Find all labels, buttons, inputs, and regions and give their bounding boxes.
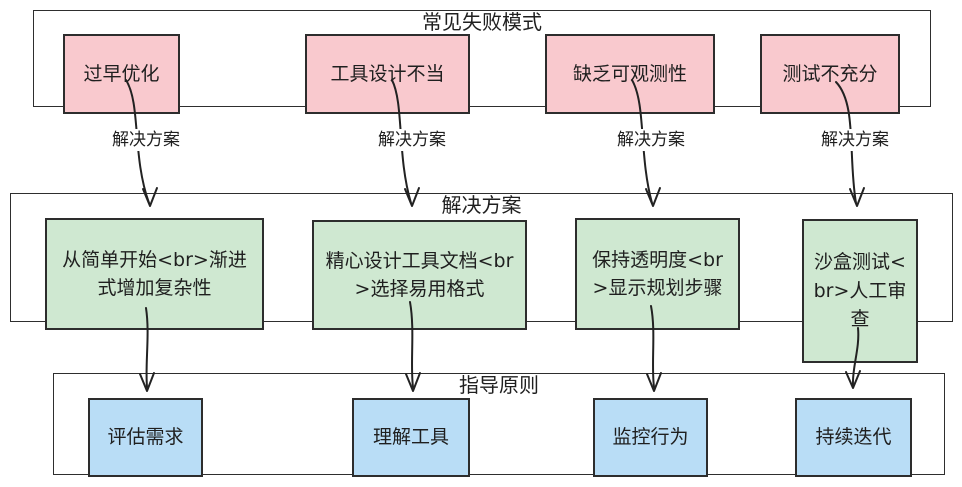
node-continuous-iteration: 持续迭代 [795, 398, 912, 477]
group-guiding-principles: 指导原则 [53, 373, 945, 475]
edge-label-solution-2: 解决方案 [376, 129, 448, 152]
node-label: 监控行为 [612, 426, 689, 449]
group-common-failure-modes: 常见失败模式 [33, 10, 931, 107]
node-label: 工具设计不当 [330, 62, 445, 85]
node-label: 沙盒测试<br>人工审查 [813, 251, 907, 331]
node-premature-optimization: 过早优化 [63, 34, 180, 114]
node-label: 过早优化 [83, 62, 160, 85]
node-label: 从简单开始<br>渐进式增加复杂性 [62, 248, 247, 300]
node-assess-needs: 评估需求 [88, 398, 203, 477]
node-label: 持续迭代 [815, 426, 892, 449]
node-label: 精心设计工具文档<br>选择易用格式 [325, 249, 514, 301]
group-label-failures: 常见失败模式 [418, 11, 546, 33]
edge-label-solution-1: 解决方案 [110, 129, 182, 152]
node-understand-tools: 理解工具 [352, 398, 470, 477]
node-lack-of-observability: 缺乏可观测性 [545, 34, 715, 114]
node-label: 测试不充分 [782, 62, 878, 85]
node-start-simple: 从简单开始<br>渐进式增加复杂性 [45, 218, 264, 330]
node-poor-tool-design: 工具设计不当 [305, 34, 470, 114]
node-sandbox-testing: 沙盒测试<br>人工审查 [802, 219, 918, 363]
node-label: 理解工具 [372, 426, 449, 449]
node-label: 缺乏可观测性 [572, 62, 687, 85]
group-label-principles: 指导原则 [455, 374, 543, 396]
node-monitor-behavior: 监控行为 [593, 398, 708, 477]
node-keep-transparency: 保持透明度<br>显示规划步骤 [575, 218, 740, 330]
node-insufficient-testing: 测试不充分 [760, 34, 900, 114]
edge-label-solution-4: 解决方案 [819, 129, 891, 152]
node-label: 评估需求 [107, 426, 184, 449]
node-label: 保持透明度<br>显示规划步骤 [592, 248, 723, 300]
group-label-solutions: 解决方案 [437, 194, 526, 216]
edge-label-solution-3: 解决方案 [615, 129, 687, 152]
node-careful-tool-docs: 精心设计工具文档<br>选择易用格式 [312, 220, 527, 330]
